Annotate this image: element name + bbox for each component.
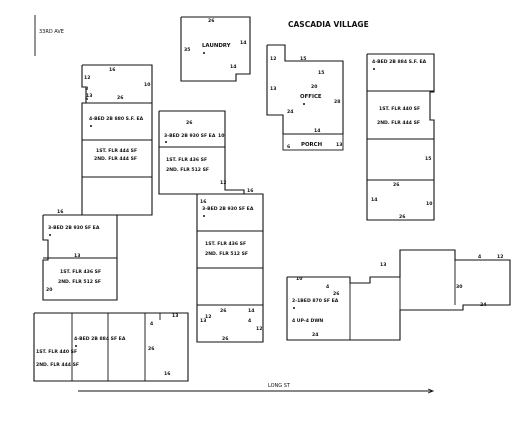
- unit-type-label: 4 UP-4 DWN: [292, 318, 323, 324]
- long-st-arrowhead: [427, 388, 435, 394]
- floor-area-label: 2ND. FLR 512 SF: [58, 279, 101, 285]
- dim-label: 16: [109, 67, 115, 73]
- dim-label: 20: [311, 84, 317, 90]
- dim-label: 13: [380, 262, 386, 268]
- floor-area-label: 1ST. FLR 440 SF: [379, 106, 420, 112]
- floor-area-label: 2ND. FLR 512 SF: [205, 251, 248, 257]
- dim-label: 12: [256, 326, 262, 332]
- dim-label: 12: [205, 314, 211, 320]
- dim-label: 4: [326, 284, 329, 290]
- street-label-long-st: LONG ST: [268, 383, 291, 389]
- floor-area-label: 1ST. FLR 436 SF: [166, 157, 207, 163]
- dim-label: 10: [296, 276, 302, 282]
- dim-label: 14: [248, 308, 254, 314]
- building-f: 4-BED 2B 884 SF EA 1ST. FLR 440 SF 2ND. …: [33, 312, 189, 382]
- dim-label: 13: [74, 253, 80, 259]
- dim-label: 16: [164, 371, 170, 377]
- dim-label: 24: [312, 332, 318, 338]
- building-g: 2-1BED 870 SF EA 4 UP-4 DWN 10 4 26 24 1…: [286, 249, 511, 341]
- building-c: 3-BED 2B 930 SF EA 1ST. FLR 436 SF 2ND. …: [158, 110, 253, 195]
- floor-area-label: 1ST. FLR 440 SF: [36, 349, 77, 355]
- dim-label: 4: [478, 254, 481, 260]
- dim-label: 14: [314, 128, 320, 134]
- dim-label: 26: [393, 182, 399, 188]
- dim-label: 16: [247, 188, 253, 194]
- dim-label: 6: [85, 96, 88, 102]
- dim-label: 4: [150, 321, 153, 327]
- dim-label: 8: [85, 86, 88, 92]
- dim-label: 16: [57, 209, 63, 215]
- dim-label: 12: [84, 75, 90, 81]
- dim-label: 10: [218, 133, 224, 139]
- office-label: OFFICE: [300, 94, 322, 100]
- unit-type-label: 3-BED 2B 930 SF EA: [48, 225, 100, 231]
- building-b: 3-BED 2B 930 SF EA 1ST. FLR 436 SF 2ND. …: [42, 209, 118, 301]
- dim-label: 26: [333, 291, 339, 297]
- dim-label: 26: [117, 95, 123, 101]
- dim-label: 26: [222, 336, 228, 342]
- dim-label: 14: [240, 40, 246, 46]
- dim-label: 13: [86, 93, 92, 99]
- plan-title: CASCADIA VILLAGE: [288, 20, 369, 29]
- laundry-building: LAUNDRY 26 35 14 14: [180, 16, 251, 82]
- unit-type-label: 3-BED 2B 930 SF EA: [164, 133, 216, 139]
- dim-label: 20: [46, 287, 52, 293]
- dim-label: 10: [144, 82, 150, 88]
- street-label-33rd-ave: 33RD AVE: [39, 29, 64, 35]
- floor-area-label: 1ST. FLR 436 SF: [60, 269, 101, 275]
- floor-area-label: 1ST. FLR 436 SF: [205, 241, 246, 247]
- dim-label: 4: [248, 318, 251, 324]
- unit-type-label: 4-BED 2B 884 SF EA: [74, 336, 126, 342]
- laundry-label: LAUNDRY: [202, 43, 231, 49]
- dim-label: 10: [426, 201, 432, 207]
- building-a: 4-BED 2B 880 S.F. EA 1ST. FLR 444 SF 2ND…: [81, 64, 153, 216]
- porch-label: PORCH: [301, 142, 323, 148]
- dim-label: 28: [334, 99, 340, 105]
- dim-label: 12: [270, 56, 276, 62]
- office-building: OFFICE PORCH 12 15 15 28 24 14 13 6 20 1…: [266, 44, 344, 151]
- dim-label: 24: [480, 302, 486, 308]
- dim-label: 26: [220, 308, 226, 314]
- dim-label: 26: [399, 214, 405, 220]
- dim-label: 26: [148, 346, 154, 352]
- unit-type-label: 4-BED 2B 880 S.F. EA: [89, 116, 144, 122]
- floor-area-label: 2ND. FLR 444 SF: [94, 156, 137, 162]
- floor-area-label: 2ND. FLR 444 SF: [36, 362, 79, 368]
- dim-label: 6: [287, 144, 290, 150]
- unit-type-label: 4-BED 2B 884 S.F. EA: [372, 59, 427, 65]
- floor-area-label: 2ND. FLR 512 SF: [166, 167, 209, 173]
- building-d: 3-BED 2B 930 SF EA 1ST. FLR 436 SF 2ND. …: [196, 193, 264, 343]
- dim-label: 14: [371, 197, 377, 203]
- dim-label: 13: [336, 142, 342, 148]
- dim-label: 13: [200, 318, 206, 324]
- floor-area-label: 2ND. FLR 444 SF: [377, 120, 420, 126]
- dim-label: 30: [456, 284, 462, 290]
- dim-label: 15: [318, 70, 324, 76]
- dim-label: 15: [300, 56, 306, 62]
- dim-label: 12: [497, 254, 503, 260]
- dim-label: 26: [208, 18, 214, 24]
- floor-area-label: 1ST. FLR 444 SF: [96, 148, 137, 154]
- unit-type-label: 3-BED 2B 930 SF EA: [202, 206, 254, 212]
- dim-label: 15: [425, 156, 431, 162]
- dim-label: 13: [270, 86, 276, 92]
- dim-label: 26: [186, 120, 192, 126]
- dim-label: 35: [184, 47, 190, 53]
- dim-label: 12: [220, 180, 226, 186]
- building-e: 4-BED 2B 884 S.F. EA 1ST. FLR 440 SF 2ND…: [366, 53, 435, 221]
- dim-label: 16: [200, 199, 206, 205]
- unit-type-label: 2-1BED 870 SF EA: [292, 298, 339, 304]
- dim-label: 14: [230, 64, 236, 70]
- dim-label: 13: [172, 313, 178, 319]
- dim-label: 24: [287, 109, 293, 115]
